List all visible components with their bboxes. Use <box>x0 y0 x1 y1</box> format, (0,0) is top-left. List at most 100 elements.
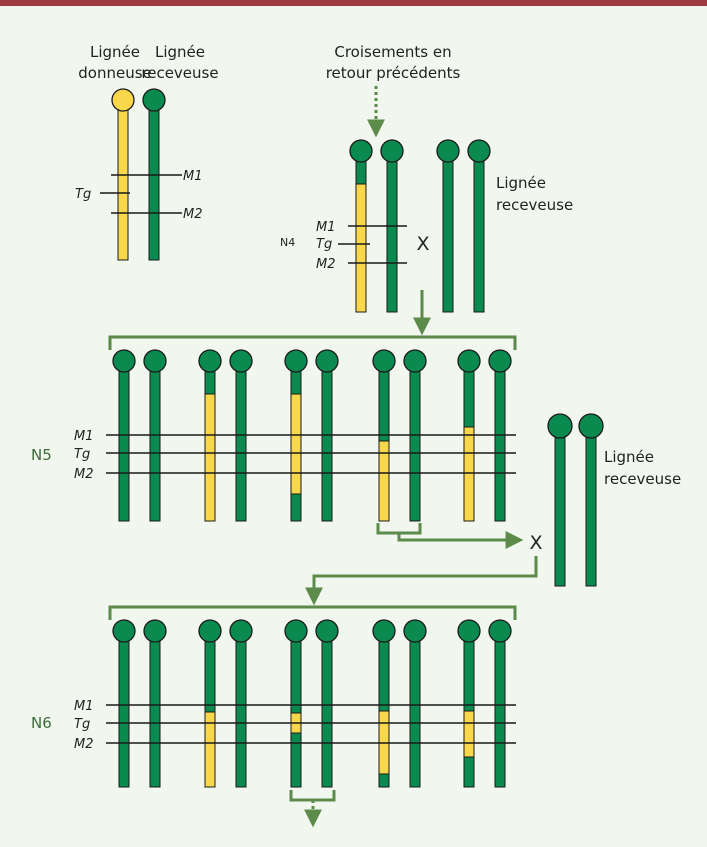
centromere-head <box>199 620 221 642</box>
generation-label-n4: N4 <box>280 236 295 249</box>
label-recipient-line-2: receveuse <box>141 64 218 82</box>
n6-chromosome-2 <box>144 620 166 787</box>
chromosome-arm <box>236 370 246 521</box>
n5-recipient-line-chromosome-2 <box>579 414 603 586</box>
chromosome-arm <box>119 640 129 787</box>
chromosome-arm <box>555 436 565 586</box>
centromere-head <box>285 350 307 372</box>
chromosome-arm <box>443 160 453 312</box>
n6-chromosome-6 <box>316 620 338 787</box>
centromere-head <box>458 620 480 642</box>
label-tg: Tg <box>75 187 91 202</box>
chromosome-arm <box>322 640 332 787</box>
label-donor-line-1: Lignée <box>90 43 140 61</box>
generation-label-n6: N6 <box>31 714 52 732</box>
centromere-head <box>381 140 403 162</box>
chromosome-arm <box>474 160 484 312</box>
n6-chromosome-9 <box>458 620 480 787</box>
n6-chromosome-10 <box>489 620 511 787</box>
chromosome-arm <box>150 370 160 521</box>
chromosome-arm <box>495 640 505 787</box>
n4-label-m2: M2 <box>316 257 336 272</box>
centromere-head <box>285 620 307 642</box>
chromosome-arm <box>119 370 129 521</box>
centromere-head <box>144 350 166 372</box>
donor-segment <box>291 394 301 494</box>
n6-chromosome-3 <box>199 620 221 787</box>
cross-symbol-n4: X <box>416 233 429 255</box>
marker-lines-layer <box>100 175 516 743</box>
n6-chromosome-7 <box>373 620 395 787</box>
chromosome-arm <box>586 436 596 586</box>
chromosomes-layer <box>112 89 603 787</box>
n6-chromosome-1 <box>113 620 135 787</box>
label-recipient-right-1a: Lignée <box>496 174 546 192</box>
chromosome-arm <box>150 640 160 787</box>
centromere-head <box>548 414 572 438</box>
centromere-head <box>143 89 165 111</box>
chromosome-arm <box>495 370 505 521</box>
donor-segment <box>356 184 366 312</box>
n6-chromosome-5 <box>285 620 307 787</box>
centromere-head <box>144 620 166 642</box>
label-recipient-line-1: Lignée <box>155 43 205 61</box>
centromere-head <box>489 350 511 372</box>
donor-segment <box>464 427 474 521</box>
label-m2: M2 <box>183 207 203 222</box>
generation-label-n5: N5 <box>31 446 52 464</box>
n4-recipient-line-chromosome-2 <box>468 140 490 312</box>
centromere-head <box>230 620 252 642</box>
label-recipient-right-2b: receveuse <box>604 470 681 488</box>
n5-label-tg: Tg <box>74 447 90 462</box>
chromosome-arm <box>410 640 420 787</box>
label-recipient-right-1b: receveuse <box>496 196 573 214</box>
centromere-head <box>489 620 511 642</box>
n4-label-m1: M1 <box>316 220 336 235</box>
chromosome-arm <box>322 370 332 521</box>
arrow-n5-to-n6 <box>314 556 536 600</box>
n6-label-m1: M1 <box>74 699 94 714</box>
centromere-head <box>373 620 395 642</box>
cross-symbol-n5: X <box>529 532 542 554</box>
centromere-head <box>373 350 395 372</box>
n4-label-tg: Tg <box>316 237 332 252</box>
centromere-head <box>112 89 134 111</box>
chromosome-arm <box>236 640 246 787</box>
donor-segment <box>205 394 215 521</box>
centromere-head <box>316 620 338 642</box>
centromere-head <box>579 414 603 438</box>
centromere-head <box>113 350 135 372</box>
chromosome-arm <box>149 108 159 260</box>
n5-label-m1: M1 <box>74 429 94 444</box>
centromere-head <box>316 350 338 372</box>
bracket-selected-n6 <box>291 790 334 800</box>
chromosome-arm <box>387 160 397 312</box>
centromere-head <box>199 350 221 372</box>
donor-segment <box>464 711 474 757</box>
n4-recipient-line-chromosome-1 <box>437 140 459 312</box>
bracket-n5 <box>110 337 515 350</box>
centromere-head <box>468 140 490 162</box>
centromere-head <box>404 350 426 372</box>
n6-label-tg: Tg <box>74 717 90 732</box>
centromere-head <box>404 620 426 642</box>
centromere-head <box>113 620 135 642</box>
centromere-head <box>230 350 252 372</box>
n6-label-m2: M2 <box>74 737 94 752</box>
label-previous-backcrosses-2: retour précédents <box>326 64 461 82</box>
centromere-head <box>458 350 480 372</box>
label-previous-backcrosses-1: Croisements en <box>334 43 451 61</box>
n6-chromosome-4 <box>230 620 252 787</box>
bracket-n6 <box>110 607 515 620</box>
centromere-head <box>437 140 459 162</box>
centromere-head <box>350 140 372 162</box>
chromosome-arm <box>410 370 420 521</box>
label-recipient-right-2a: Lignée <box>604 448 654 466</box>
label-m1: M1 <box>183 169 203 184</box>
n5-recipient-line-chromosome-1 <box>548 414 572 586</box>
donor-segment <box>118 108 128 260</box>
n5-label-m2: M2 <box>74 467 94 482</box>
bracket-selected-n5 <box>378 523 420 533</box>
